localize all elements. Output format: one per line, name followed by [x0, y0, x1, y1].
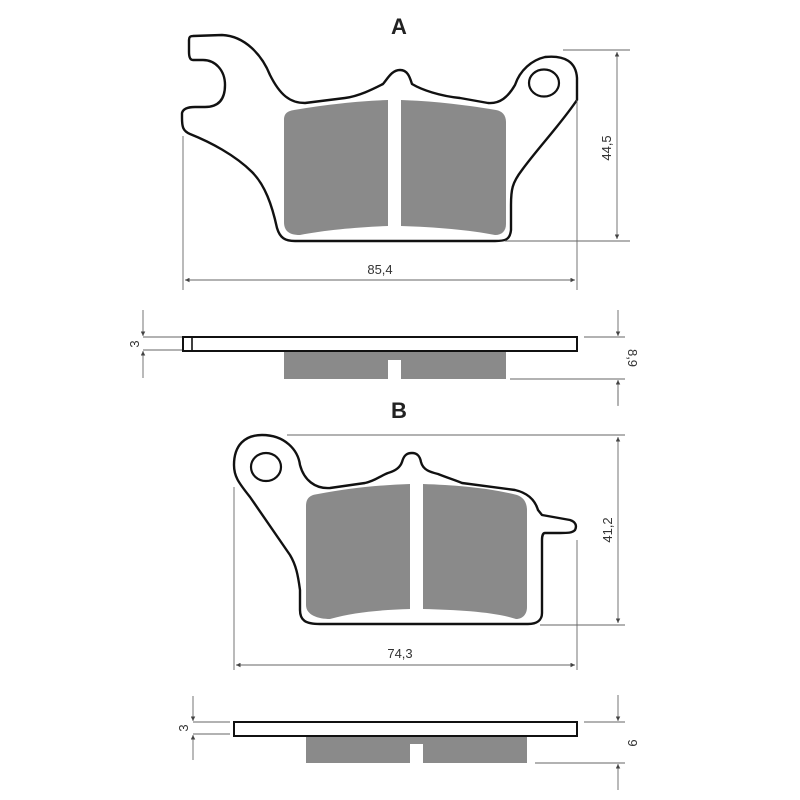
pad-b-label: B — [391, 398, 407, 423]
pad-a-friction-left — [284, 100, 388, 235]
pad-b-friction-left — [306, 484, 410, 619]
pad-b-width-dimension: 74,3 — [387, 646, 412, 661]
pad-a-front-view: A 85,4 44,5 — [180, 14, 630, 290]
pad-b-plate-thickness: 3 — [176, 724, 191, 731]
pad-b-side-backing-plate — [233, 721, 578, 737]
pad-a-side-backing-plate — [182, 336, 578, 352]
pad-b-side-friction-left — [306, 737, 410, 763]
pad-b-front-view: B 74,3 41,2 — [232, 390, 625, 670]
pad-a-friction-right — [401, 100, 506, 235]
pad-b-side-view: 3 9 — [176, 695, 640, 790]
pad-a-side-friction-right — [401, 352, 506, 379]
pad-a-label: A — [391, 14, 407, 39]
pad-b-total-thickness: 9 — [625, 739, 640, 746]
pad-a-mounting-hole — [527, 68, 561, 98]
pad-a-plate-thickness: 3 — [127, 340, 142, 347]
pad-a-side-view: 3 8,9 — [127, 310, 640, 406]
pad-a-width-dimension: 85,4 — [367, 262, 392, 277]
pad-a-side-friction-left — [284, 352, 388, 379]
pad-b-mounting-hole — [249, 451, 283, 483]
pad-a-total-thickness: 8,9 — [625, 349, 640, 367]
pad-b-height-dimension: 41,2 — [600, 517, 615, 542]
pad-b-side-friction-right — [423, 737, 527, 763]
pad-b-friction-right — [423, 484, 527, 619]
pad-a-height-dimension: 44,5 — [599, 135, 614, 160]
